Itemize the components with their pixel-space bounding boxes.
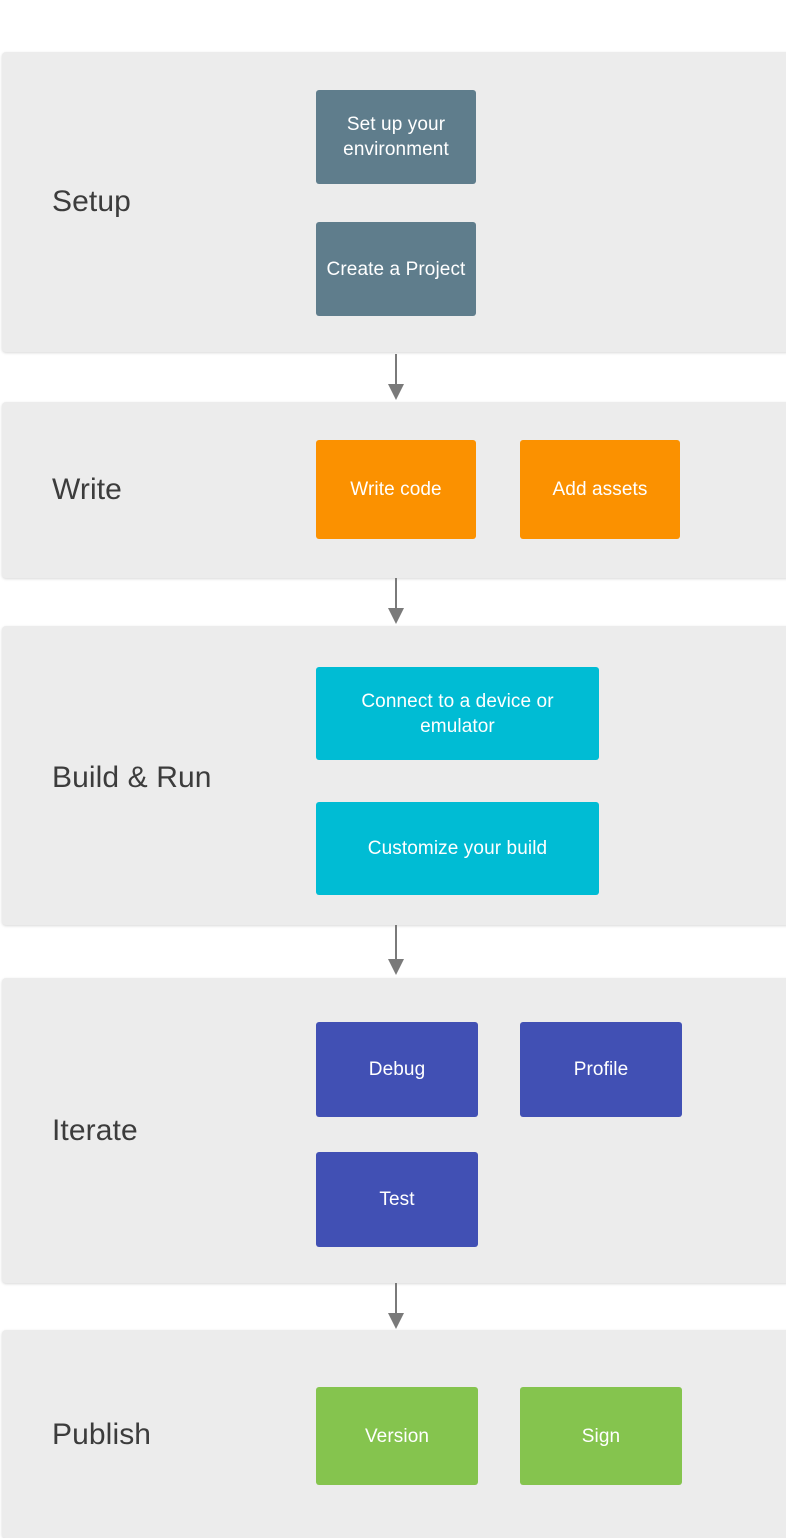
stage-label-write: Write [52,473,122,506]
task-label: Create a Project [326,258,466,280]
connector-arrow-write-to-build-run [381,578,411,626]
task-label: Write code [350,479,442,500]
task-label: Connect to a device or emulator [361,690,554,737]
task-label: Sign [581,1425,621,1447]
connector-arrow-iterate-to-publish [381,1283,411,1330]
arrow-shaft [395,925,397,961]
task-label: Profile [573,1059,629,1080]
task-label: Debug [368,1059,426,1080]
task-label: Set up your environment [343,114,449,160]
task-box-version[interactable]: Version [316,1387,478,1485]
task-label: Add assets [552,479,648,500]
task-box-customize-your-build[interactable]: Customize your build [316,802,599,895]
arrow-head-icon [388,384,404,400]
arrow-shaft [395,1283,397,1315]
task-label: Test [379,1189,415,1210]
task-box-connect-to-a-device-or-emulator[interactable]: Connect to a device or emulator [316,667,599,760]
stage-label-setup: Setup [52,185,131,218]
task-box-add-assets[interactable]: Add assets [520,440,680,539]
stage-label-iterate: Iterate [52,1114,138,1147]
task-box-debug[interactable]: Debug [316,1022,478,1117]
connector-arrow-setup-to-write [381,354,411,400]
stage-panel-build-run: Build & Run Connect to a device or emula… [2,626,786,925]
arrow-shaft [395,354,397,386]
arrow-head-icon [388,959,404,975]
arrow-head-icon [388,608,404,624]
stage-panel-iterate: Iterate Debug Profile Test [2,978,786,1283]
stage-label-build-run: Build & Run [52,761,212,794]
task-box-profile[interactable]: Profile [520,1022,682,1117]
task-box-set-up-your-environment[interactable]: Set up your environment [316,90,476,184]
connector-arrow-build-run-to-iterate [381,925,411,978]
task-label: Customize your build [367,838,548,859]
task-box-sign[interactable]: Sign [520,1387,682,1485]
task-box-create-a-project[interactable]: Create a Project [316,222,476,316]
stage-label-publish: Publish [52,1418,152,1451]
stage-panel-publish: Publish Version Sign [2,1330,786,1538]
task-label: Version [364,1425,430,1447]
arrow-head-icon [388,1313,404,1329]
stage-panel-setup: Setup Set up your environment Create a P… [2,52,786,352]
task-box-write-code[interactable]: Write code [316,440,476,539]
arrow-shaft [395,578,397,610]
stage-panel-write: Write Write code Add assets [2,402,786,578]
task-box-test[interactable]: Test [316,1152,478,1247]
